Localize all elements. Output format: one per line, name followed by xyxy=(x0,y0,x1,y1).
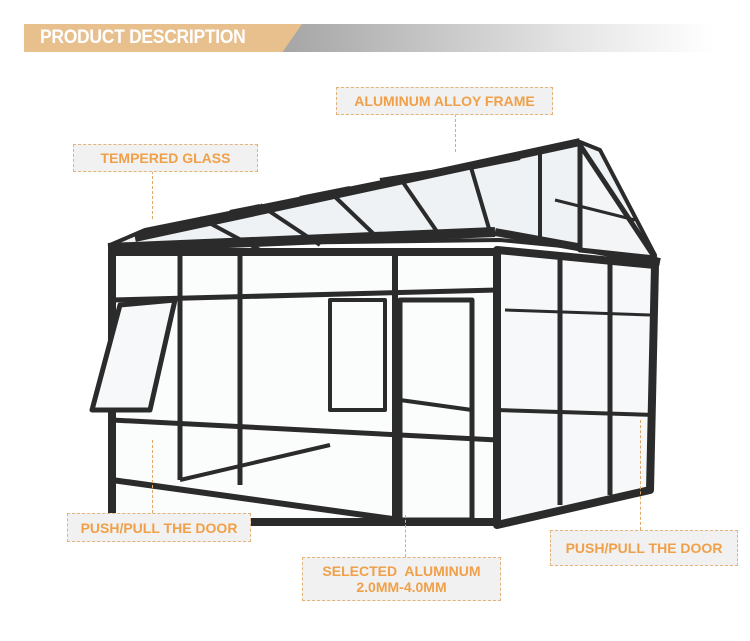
label-push-pull-door-left: PUSH/PULL THE DOOR xyxy=(67,513,251,542)
label-text: PUSH/PULL THE DOOR xyxy=(80,519,238,536)
label-text: SELECTED ALUMINUM xyxy=(322,563,481,579)
door-right-leader-line xyxy=(640,420,641,530)
label-text: ALUMINUM ALLOY FRAME xyxy=(354,93,535,109)
glass-leader-line xyxy=(152,171,153,219)
door-left-leader-line xyxy=(152,440,153,513)
label-push-pull-door-right: PUSH/PULL THE DOOR xyxy=(550,530,738,566)
page-title: PRODUCT DESCRIPTION xyxy=(40,27,246,48)
label-aluminum-alloy-frame: ALUMINUM ALLOY FRAME xyxy=(336,87,553,115)
frame-leader-line xyxy=(455,114,456,152)
aluminum-leader-line xyxy=(405,515,406,557)
label-text: 2.0MM-4.0MM xyxy=(356,579,447,595)
label-tempered-glass: TEMPERED GLASS xyxy=(73,144,258,172)
header-accent xyxy=(24,24,302,52)
label-text: TEMPERED GLASS xyxy=(100,150,231,166)
label-text: PUSH/PULL THE DOOR xyxy=(565,540,723,556)
